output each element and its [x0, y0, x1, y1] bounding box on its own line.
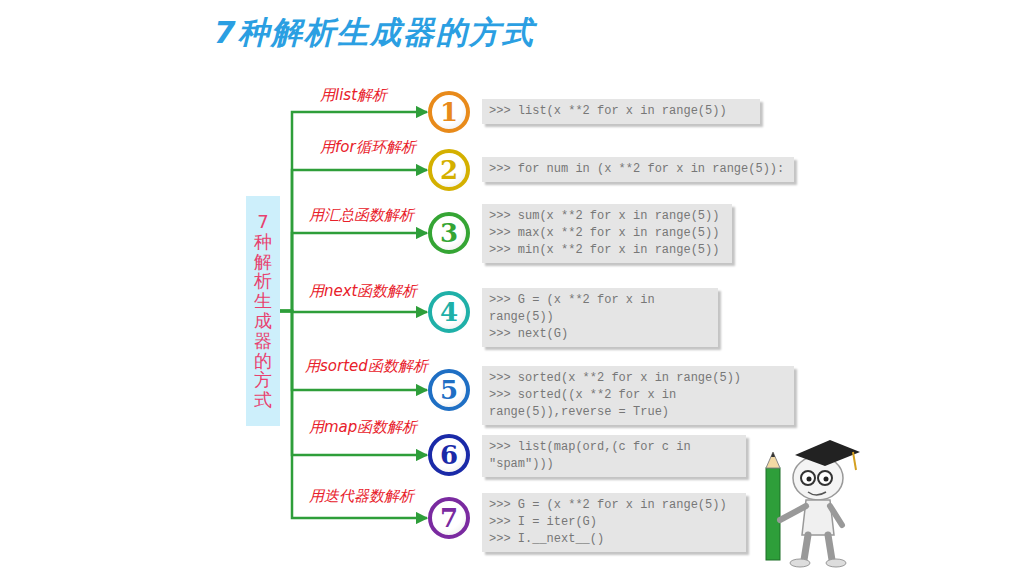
code-line: >>> for num in (x **2 for x in range(5))…	[489, 161, 786, 178]
number-circle: 3	[428, 212, 470, 254]
code-box: >>> list(x **2 for x in range(5))	[482, 99, 760, 124]
callout-number: 6	[440, 442, 458, 468]
callout-number: 1	[440, 99, 458, 125]
branch-arrow	[280, 233, 427, 311]
code-line: >>> min(x **2 for x in range(5))	[489, 242, 724, 259]
code-line: >>> list(x **2 for x in range(5))	[489, 103, 752, 120]
code-line: >>> next(G)	[489, 326, 710, 343]
branch-arrow	[280, 311, 427, 312]
callout-number: 4	[440, 299, 458, 325]
code-box: >>> sum(x **2 for x in range(5))>>> max(…	[482, 204, 732, 263]
code-line: >>> max(x **2 for x in range(5))	[489, 225, 724, 242]
teacher-figure	[766, 440, 860, 567]
edge-label: 用sorted函数解析	[303, 357, 430, 376]
branch-arrow	[280, 311, 427, 455]
column-title: 7种解析生成器的方式	[254, 212, 272, 410]
diagram-title: 7种解析生成器的方式	[214, 12, 535, 54]
code-box: >>> sorted(x **2 for x in range(5))>>> s…	[482, 366, 794, 425]
number-circle: 7	[428, 497, 470, 539]
edge-label: 用迭代器数解析	[307, 487, 416, 506]
callout-number: 2	[440, 157, 458, 183]
branch-arrow	[280, 112, 427, 311]
number-circle: 2	[428, 149, 470, 191]
code-line: >>> sum(x **2 for x in range(5))	[489, 208, 724, 225]
code-box: >>> list(map(ord,(c for c in "spam")))	[482, 435, 746, 477]
callout-number: 5	[440, 377, 458, 403]
code-line: >>> sorted((x **2 for x in range(5)),rev…	[489, 387, 786, 421]
code-line: >>> I = iter(G)	[489, 514, 738, 531]
code-line: >>> I.__next__()	[489, 531, 738, 548]
number-circle: 6	[428, 434, 470, 476]
number-circle: 1	[428, 91, 470, 133]
callout-number: 7	[440, 505, 458, 531]
branch-arrow	[280, 170, 427, 311]
branch-arrow	[280, 311, 427, 390]
code-line: >>> list(map(ord,(c for c in "spam")))	[489, 439, 738, 473]
code-box: >>> G = (x **2 for x in range(5))>>> I =…	[482, 493, 746, 552]
edge-label: 用for循环解析	[318, 138, 418, 157]
edge-label: 用map函数解析	[307, 418, 419, 437]
code-box: >>> G = (x **2 for x in range(5))>>> nex…	[482, 288, 718, 347]
edge-label: 用list解析	[318, 86, 389, 105]
number-circle: 4	[428, 291, 470, 333]
code-line: >>> sorted(x **2 for x in range(5))	[489, 370, 786, 387]
code-line: >>> G = (x **2 for x in range(5))	[489, 292, 710, 326]
edge-label: 用汇总函数解析	[307, 206, 416, 225]
code-line: >>> G = (x **2 for x in range(5))	[489, 497, 738, 514]
number-circle: 5	[428, 369, 470, 411]
branch-arrow	[280, 311, 427, 518]
edge-label: 用next函数解析	[307, 282, 420, 301]
title-column: 7种解析生成器的方式	[246, 196, 280, 426]
code-box: >>> for num in (x **2 for x in range(5))…	[482, 157, 794, 182]
callout-number: 3	[440, 220, 458, 246]
